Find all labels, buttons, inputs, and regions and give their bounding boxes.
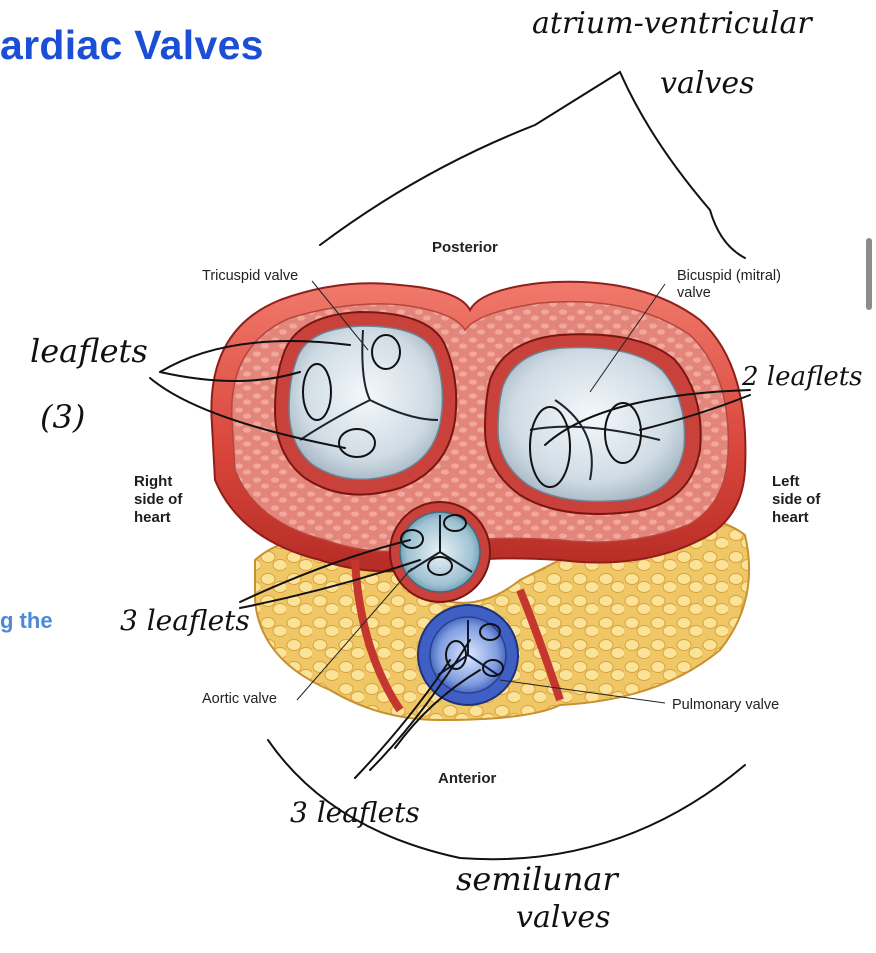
posterior-label: Posterior (432, 239, 498, 256)
handwritten-two-leaflets: 2 leaflets (742, 362, 863, 392)
handwritten-semilunar-line2: valves (516, 900, 611, 935)
tricuspid-valve-label: Tricuspid valve (202, 268, 299, 284)
handwritten-leaflets-label: leaflets (30, 332, 148, 370)
aortic-valve-label: Aortic valve (202, 691, 277, 707)
anterior-label: Anterior (438, 770, 497, 787)
handwritten-three-leaflets-aortic: 3 leaflets (120, 604, 250, 637)
handwritten-three-leaflets-pulmonary: 3 leaflets (290, 796, 420, 829)
handwritten-leaflets-count: (3) (40, 398, 86, 436)
bicuspid-valve-label: Bicuspid (mitral) valve (677, 268, 781, 301)
vertical-scrollbar-thumb[interactable] (866, 238, 872, 310)
slide-body-fragment: g the (0, 608, 53, 633)
pulmonary-valve-label: Pulmonary valve (672, 697, 780, 713)
handwritten-annotation-strokes (149, 70, 751, 861)
right-side-label: Right side of heart (134, 473, 183, 526)
handwritten-av-valves-line1: atrium-ventricular (532, 6, 812, 41)
left-side-label: Left side of heart (772, 473, 821, 526)
handwritten-semilunar-line1: semilunar (456, 860, 618, 898)
handwritten-av-valves-line2: valves (660, 66, 755, 101)
slide-title: ardiac Valves (0, 22, 264, 68)
